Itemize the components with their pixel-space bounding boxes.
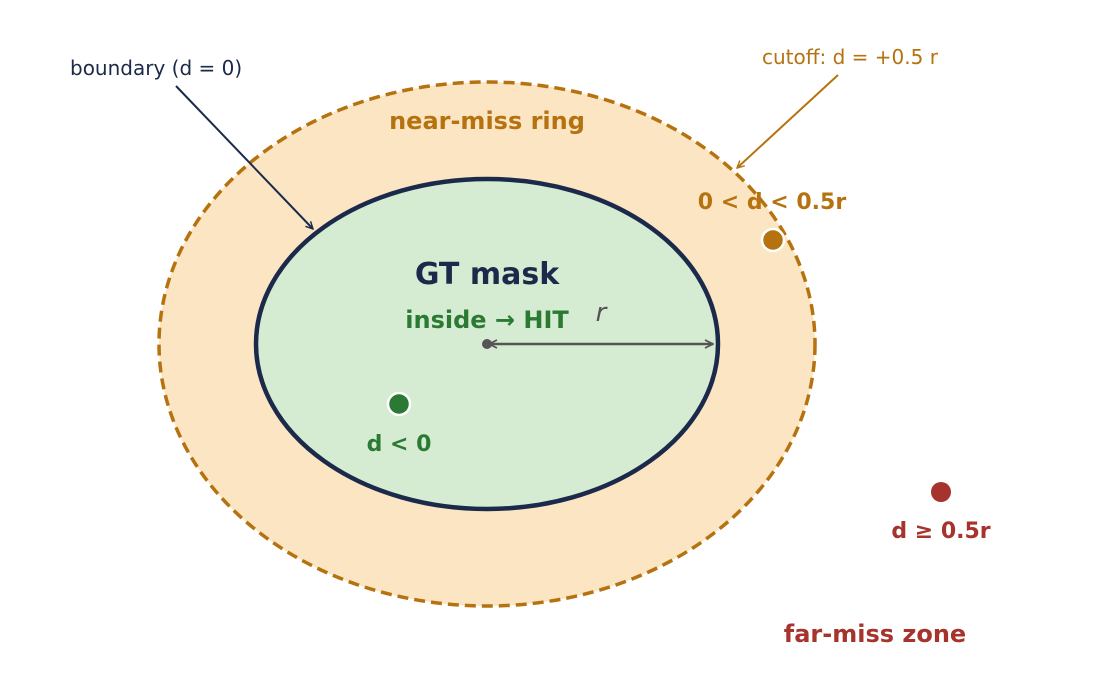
cutoff-label: cutoff: d = +0.5 r bbox=[762, 45, 939, 69]
far-miss-zone-label: far-miss zone bbox=[784, 620, 966, 648]
near-miss-point bbox=[760, 227, 786, 253]
gt-mask-title: GT mask bbox=[415, 257, 560, 292]
boundary-arrow bbox=[175, 85, 313, 229]
radius-label: r bbox=[596, 298, 609, 328]
boundary-label: boundary (d = 0) bbox=[70, 56, 242, 80]
far-miss-point bbox=[931, 482, 951, 502]
cutoff-arrow bbox=[737, 74, 839, 168]
far-condition-label: d ≥ 0.5r bbox=[891, 519, 990, 544]
near-miss-ring-label: near-miss ring bbox=[389, 107, 585, 135]
ring-condition-label: 0 < d < 0.5r bbox=[698, 190, 847, 215]
mask-center-dot bbox=[482, 339, 492, 349]
inside-condition-label: d < 0 bbox=[367, 432, 432, 457]
hit-point bbox=[386, 391, 412, 417]
inside-hit-label: inside → HIT bbox=[405, 306, 569, 334]
